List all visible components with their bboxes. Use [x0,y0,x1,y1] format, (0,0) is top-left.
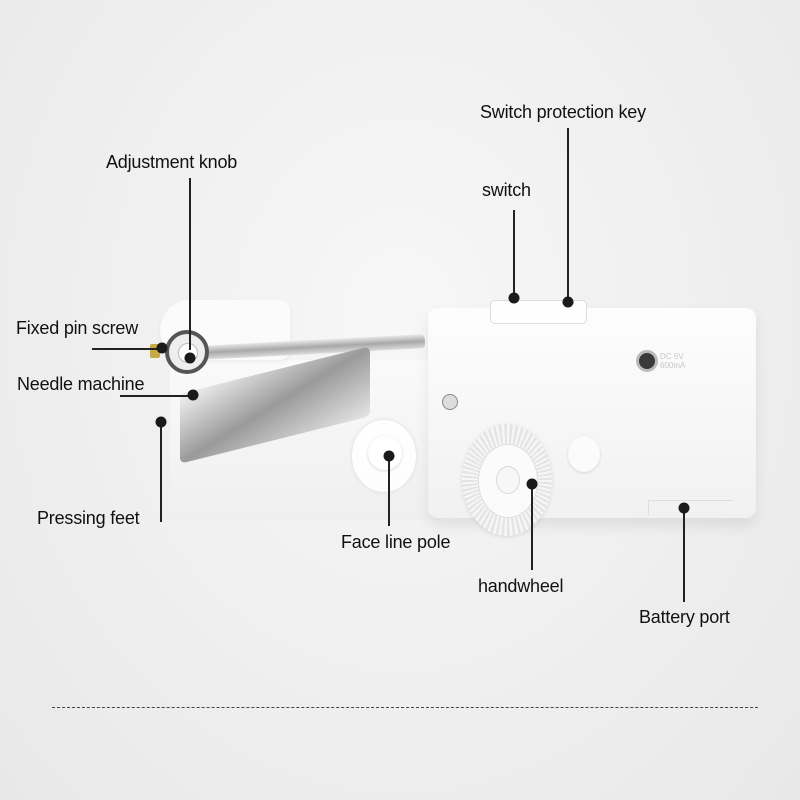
marker-fixed-pin-screw [156,342,168,354]
leader-face-line-pole [388,456,390,526]
marker-handwheel [526,478,538,490]
leader-switch-protection-key [567,128,569,300]
leader-handwheel [531,484,533,570]
marker-battery-port [678,502,690,514]
battery-port-part [648,500,733,515]
body-screw [442,394,458,410]
marker-needle-machine [187,389,199,401]
leader-pressing-feet [160,422,162,522]
device-marking: DC 6V 600mA [660,352,686,370]
label-switch: switch [482,180,531,200]
leader-battery-port [683,508,685,602]
label-battery-port: Battery port [639,607,730,627]
dashed-divider [52,707,758,708]
fixed-pin-screw-part [150,344,160,358]
label-adjustment-knob: Adjustment knob [106,152,238,172]
marker-face-line-pole [383,450,395,462]
marker-adjustment-knob [184,352,196,364]
marker-pressing-feet [155,416,167,428]
handwheel-center [496,466,520,494]
label-switch-protection-key: Switch protection key [480,102,646,122]
label-needle-machine: Needle machine [17,374,145,394]
label-fixed-pin-screw: Fixed pin screw [16,318,139,338]
marker-switch [508,292,520,304]
label-face-line-pole: Face line pole [341,532,451,552]
leader-fixed-pin-screw [92,348,158,350]
power-jack [636,350,658,372]
marker-switch-protection-key [562,296,574,308]
small-button [568,436,600,472]
leader-switch [513,210,515,296]
adjustment-knob-part [165,330,209,374]
label-handwheel: handwheel [478,576,564,596]
label-pressing-feet: Pressing feet [37,508,140,528]
leader-adjustment-knob [189,178,191,350]
leader-needle-machine [120,395,192,397]
